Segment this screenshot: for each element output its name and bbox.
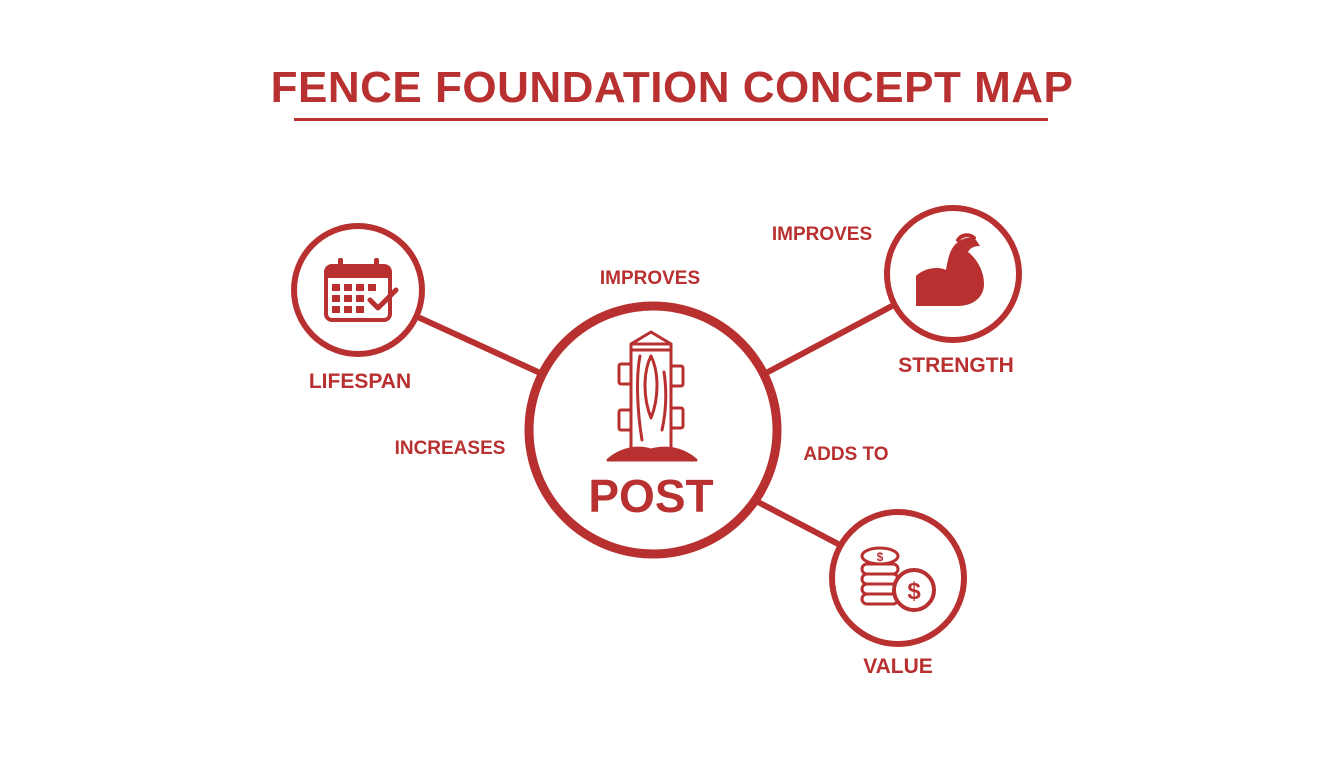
svg-text:$: $	[907, 578, 921, 605]
page-title: FENCE FOUNDATION CONCEPT MAP	[270, 63, 1074, 112]
flexed-bicep-icon	[916, 233, 984, 306]
edge-label-increases: INCREASES	[395, 438, 506, 459]
node-value-label: VALUE	[863, 655, 933, 678]
fence-post-icon	[606, 330, 698, 462]
node-value: $ $ VALUE	[829, 509, 967, 678]
node-lifespan-label: LIFESPAN	[309, 370, 411, 393]
coins-dollar-icon: $ $	[860, 546, 936, 612]
svg-text:$: $	[877, 550, 884, 564]
calendar-check-icon	[324, 258, 399, 322]
title-underline	[294, 118, 1048, 121]
center-node-label: POST	[588, 470, 713, 522]
edge-post-lifespan	[417, 315, 541, 375]
node-strength: STRENGTH	[884, 205, 1022, 377]
node-strength-label: STRENGTH	[898, 354, 1014, 377]
edge-post-strength	[765, 303, 895, 375]
edge-label-improves-right: IMPROVES	[772, 224, 872, 245]
edge-label-adds-to: ADDS TO	[803, 444, 888, 465]
edge-post-value	[755, 499, 845, 549]
node-lifespan: LIFESPAN	[291, 223, 425, 393]
edge-label-improves-top: IMPROVES	[600, 268, 700, 289]
center-node-post: POST	[524, 301, 782, 559]
